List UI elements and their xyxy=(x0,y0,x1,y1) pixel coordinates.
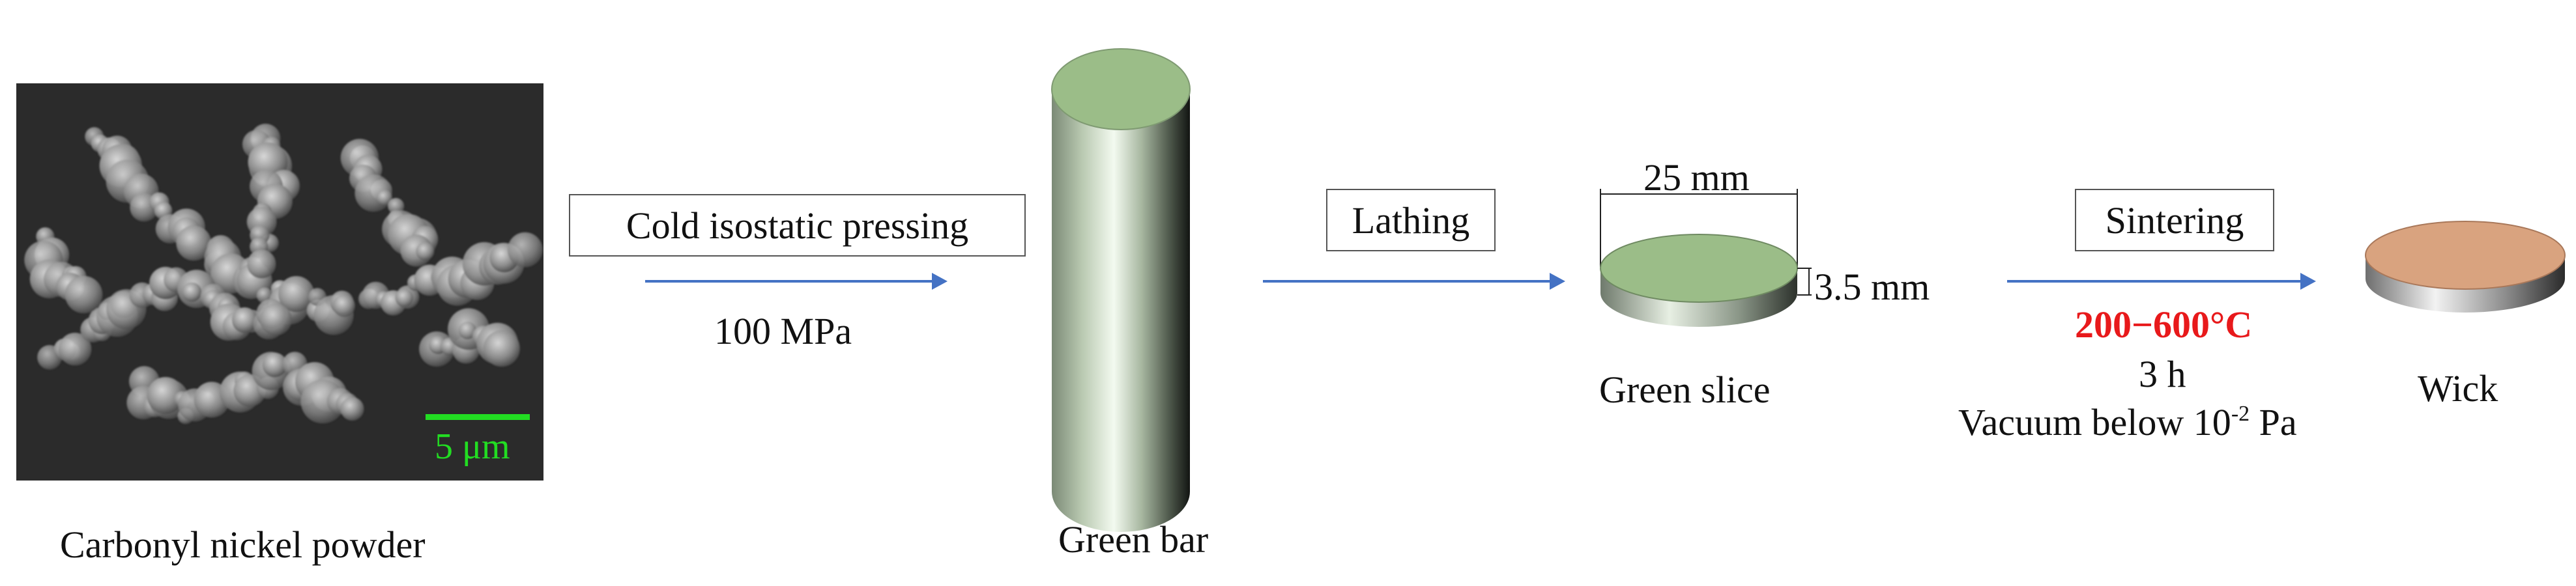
green-bar-cylinder xyxy=(1051,48,1191,532)
powder-particle xyxy=(231,307,258,333)
wick-disk xyxy=(2365,221,2566,313)
powder-particle xyxy=(259,303,292,336)
pressure-label: 100 MPa xyxy=(714,310,852,352)
vacuum-prefix: Vacuum below 10 xyxy=(1958,401,2231,443)
process-box-sintering: Sintering xyxy=(2075,189,2274,251)
temperature-label: 200−600°C xyxy=(2075,303,2253,346)
powder-particle xyxy=(507,232,543,268)
powder-particle xyxy=(147,377,184,414)
powder-particle xyxy=(376,189,392,206)
powder-particle xyxy=(388,198,405,215)
vacuum-unit: Pa xyxy=(2250,401,2297,443)
powder-particle xyxy=(262,352,287,378)
powder-particle xyxy=(182,282,202,302)
sem-image: 5 μm xyxy=(16,83,543,481)
powder-particle xyxy=(176,225,212,261)
arrow-step2 xyxy=(1263,273,1565,290)
powder-particle xyxy=(340,397,364,421)
powder-particle xyxy=(247,249,276,279)
powder-particle xyxy=(483,330,520,367)
arrow-step1 xyxy=(645,273,948,290)
scale-bar-label: 5 μm xyxy=(435,426,510,467)
process-box-cold-isostatic-pressing: Cold isostatic pressing xyxy=(569,194,1026,257)
scale-bar xyxy=(426,414,530,420)
green-slice-caption: Green slice xyxy=(1599,369,1771,411)
vacuum-exponent: -2 xyxy=(2231,402,2250,426)
process-box-lathing: Lathing xyxy=(1326,189,1496,251)
green-bar-caption: Green bar xyxy=(1058,518,1209,561)
powder-caption: Carbonyl nickel powder xyxy=(60,523,426,566)
powder-particle xyxy=(332,294,355,317)
wick-caption: Wick xyxy=(2418,367,2498,410)
powder-particle xyxy=(458,322,476,339)
vacuum-label: Vacuum below 10-2 Pa xyxy=(1958,401,2297,443)
thickness-label: 3.5 mm xyxy=(1814,266,1930,308)
powder-particle xyxy=(65,275,103,314)
powder-particle xyxy=(278,276,315,313)
diameter-label: 25 mm xyxy=(1643,156,1750,199)
time-label: 3 h xyxy=(2139,353,2186,395)
powder-particle xyxy=(416,242,435,260)
green-slice-disk xyxy=(1600,189,1812,327)
arrow-step3 xyxy=(2007,273,2316,290)
powder-particle xyxy=(59,333,92,366)
sem-particles xyxy=(16,83,543,481)
powder-particle xyxy=(395,288,414,307)
